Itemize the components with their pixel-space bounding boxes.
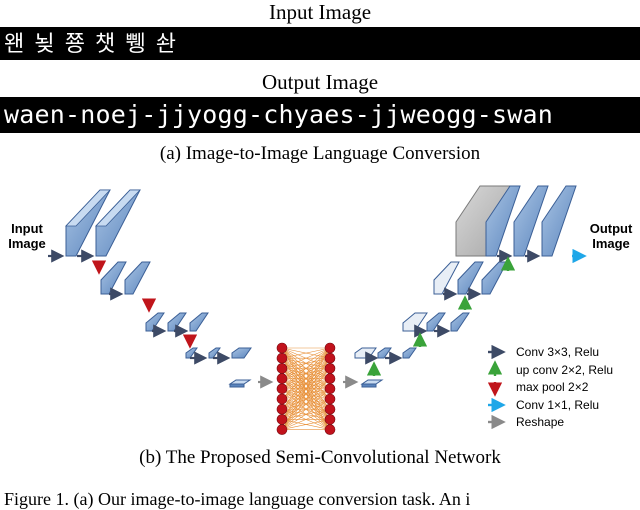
input-image-strip: 왠 뇢 쭁 챗 쀙 솬: [0, 27, 640, 60]
output-image-strip: waen-noej-jjyogg-chyaes-jjweogg-swan: [0, 97, 640, 133]
input-label-line1: Input: [11, 221, 43, 236]
neuron-node: [276, 342, 288, 354]
upconv-arrows: [366, 256, 516, 376]
fc-connection: [281, 347, 331, 410]
legend-item-4: Conv 1×1, Relu: [516, 398, 599, 412]
fc-connection: [281, 419, 331, 430]
legend-item-3: max pool 2×2: [516, 380, 589, 394]
fc-connection: [281, 347, 331, 390]
neuron-node: [276, 383, 288, 395]
output-label-line2: Image: [592, 236, 630, 251]
output-label-line1: Output: [590, 221, 633, 236]
fc-connection: [281, 347, 331, 369]
fc-connection: [281, 378, 331, 430]
legend-item-2: up conv 2×2, Relu: [516, 363, 613, 377]
neuron-node: [324, 352, 336, 364]
neuron-node: [324, 424, 336, 435]
fc-connection: [281, 347, 331, 420]
encoder-level-2: [100, 261, 151, 295]
input-image-heading: Input Image: [268, 0, 372, 24]
decoder-bottleneck: [360, 379, 384, 388]
neuron-node: [276, 352, 288, 364]
neuron-node: [324, 414, 336, 425]
neuron-node: [276, 373, 288, 384]
neuron-node: [324, 393, 336, 405]
fully-connected-layer: [276, 342, 336, 435]
fc-connection: [281, 398, 331, 430]
legend: Conv 3×3, Relu up conv 2×2, Relu max poo…: [487, 344, 613, 430]
encoder-bottleneck: [228, 379, 252, 388]
caption-a: (a) Image-to-Image Language Conversion: [159, 143, 481, 164]
fc-connection: [281, 347, 331, 430]
neuron-node: [324, 383, 336, 395]
encoder-level-1: [65, 189, 141, 257]
figure-caption-start: Figure 1. (a) Our image-to-image languag…: [4, 489, 471, 509]
output-image-heading: Output Image: [261, 70, 379, 94]
fc-connection: [281, 347, 331, 400]
fc-connection: [281, 347, 331, 379]
caption-b: (b) The Proposed Semi-Convolutional Netw…: [139, 447, 501, 468]
neuron-node: [276, 424, 288, 435]
decoder-level-2: [433, 261, 508, 295]
fc-connection: [281, 408, 331, 430]
neuron-node: [276, 363, 288, 374]
encoder-level-3: [145, 312, 209, 332]
input-label-line2: Image: [8, 236, 46, 251]
neuron-node: [276, 414, 288, 425]
neuron-node: [324, 363, 336, 374]
neuron-node: [324, 373, 336, 384]
fc-connection: [281, 388, 331, 430]
neuron-node: [276, 393, 288, 405]
fc-connection: [281, 358, 331, 430]
fc-connection: [281, 368, 331, 430]
decoder-level-3: [402, 312, 470, 332]
legend-item-5: Reshape: [516, 415, 564, 429]
legend-item-1: Conv 3×3, Relu: [516, 345, 599, 359]
decoder-level-1: [455, 185, 577, 257]
conv-arrows: [48, 249, 541, 365]
neuron-node: [276, 403, 288, 415]
neuron-node: [324, 342, 336, 354]
fc-connection: [281, 347, 331, 359]
decoder-level-4: [354, 347, 417, 359]
maxpool-arrows: [91, 260, 198, 349]
encoder-level-4: [185, 347, 252, 359]
neuron-node: [324, 403, 336, 415]
